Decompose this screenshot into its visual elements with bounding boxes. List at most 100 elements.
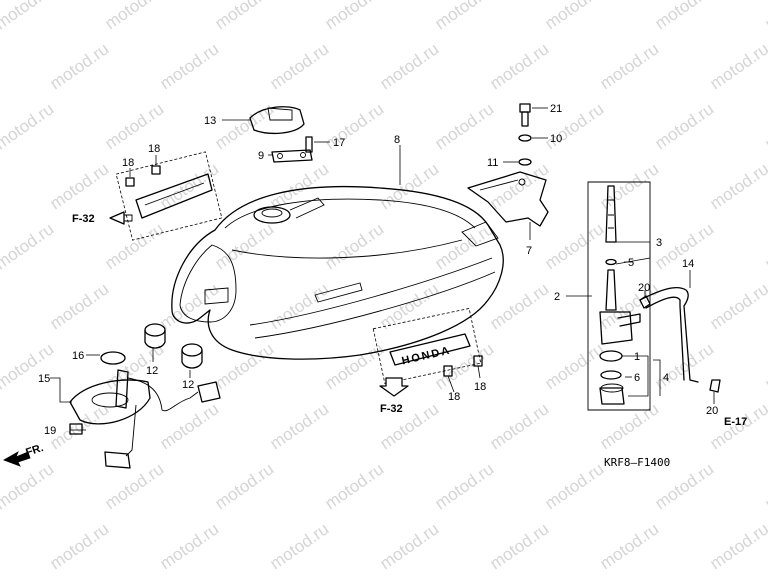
watermark-text: motod.ru (211, 459, 277, 513)
callout-5: 5 (628, 257, 634, 269)
callout-20-upper: 20 (638, 282, 650, 294)
clip-20-upper (639, 295, 651, 309)
tank-cover-13 (249, 106, 305, 135)
callout-2: 2 (554, 291, 560, 303)
watermark-text: motod.ru (761, 99, 768, 153)
watermark-text: motod.ru (0, 519, 2, 573)
front-arrow-icon (3, 451, 31, 467)
watermark-text: motod.ru (321, 99, 387, 153)
watermark-text: motod.ru (431, 459, 497, 513)
callout-18-b: 18 (148, 143, 160, 155)
fuel-sender-assembly (69, 351, 221, 469)
watermark-text: motod.ru (761, 459, 768, 513)
callout-13: 13 (204, 115, 216, 127)
watermark-text: motod.ru (211, 0, 277, 33)
diagram-code: KRF8—F1400 (604, 456, 670, 469)
bolt-19 (69, 423, 83, 435)
arrow-f32-top (109, 211, 133, 225)
watermark-text: motod.ru (431, 219, 497, 273)
watermark-text: motod.ru (651, 0, 717, 33)
watermark-text: motod.ru (541, 219, 607, 273)
watermark-text: motod.ru (761, 0, 768, 33)
callout-17: 17 (333, 137, 345, 149)
ref-f32-top: F-32 (72, 213, 95, 225)
watermark-text: motod.ru (431, 99, 497, 153)
watermark-text: motod.ru (0, 279, 2, 333)
watermark-text: motod.ru (376, 519, 442, 573)
bolt-17 (305, 136, 313, 153)
callout-8: 8 (394, 134, 400, 146)
callout-16: 16 (72, 350, 84, 362)
watermark-text: motod.ru (651, 339, 717, 393)
watermark-text: motod.ru (706, 279, 768, 333)
callout-9: 9 (258, 150, 264, 162)
bolt-21 (519, 103, 531, 127)
watermark-text: motod.ru (596, 39, 662, 93)
callout-19: 19 (44, 425, 56, 437)
watermark-text: motod.ru (266, 159, 332, 213)
leader-lines (50, 107, 715, 431)
watermark-text: motod.ru (706, 159, 768, 213)
callout-12-right: 12 (182, 379, 194, 391)
watermark-text: motod.ru (486, 519, 552, 573)
watermark-text: motod.ru (101, 459, 167, 513)
watermark-text: motod.ru (596, 399, 662, 453)
screw-18-c (443, 365, 453, 377)
watermark-text: motod.ru (0, 339, 57, 393)
watermark-text: motod.ru (211, 339, 277, 393)
washer-11 (518, 158, 532, 166)
watermark-text: motod.ru (0, 159, 2, 213)
watermark-text: motod.ru (46, 159, 112, 213)
watermark-text: motod.ru (156, 519, 222, 573)
watermark-text: motod.ru (46, 399, 112, 453)
ref-f32-bottom: F-32 (380, 403, 403, 415)
arrow-f32-bottom (379, 377, 409, 397)
watermark-text: motod.ru (761, 219, 768, 273)
callout-20-lower: 20 (706, 405, 718, 417)
callout-15: 15 (38, 373, 50, 385)
callout-18-c: 18 (448, 391, 460, 403)
rubber-12-right (181, 343, 203, 369)
watermark-text: motod.ru (46, 519, 112, 573)
watermark-text: motod.ru (156, 159, 222, 213)
watermark-text: motod.ru (0, 0, 57, 33)
watermark-text: motod.ru (156, 279, 222, 333)
watermark-text: motod.ru (761, 339, 768, 393)
mount-bracket-7 (467, 171, 549, 227)
callout-6: 6 (634, 372, 640, 384)
watermark-text: motod.ru (431, 0, 497, 33)
watermark-text: motod.ru (46, 279, 112, 333)
watermark-text: motod.ru (376, 39, 442, 93)
watermark-text: motod.ru (266, 519, 332, 573)
fuel-cock-assembly (587, 181, 651, 411)
callout-4: 4 (663, 372, 669, 384)
rubber-12-left (144, 323, 166, 349)
watermark-text: motod.ru (0, 99, 57, 153)
watermark-text: motod.ru (266, 399, 332, 453)
screw-18-d (473, 355, 483, 367)
watermark-text: motod.ru (211, 219, 277, 273)
watermark-text: motod.ru (321, 219, 387, 273)
watermark-text: motod.ru (486, 399, 552, 453)
callout-18-d: 18 (474, 381, 486, 393)
watermark-text: motod.ru (46, 39, 112, 93)
watermark-text: motod.ru (0, 399, 2, 453)
callout-21: 21 (550, 103, 562, 115)
watermark-text: motod.ru (0, 219, 57, 273)
watermark-text: motod.ru (0, 39, 2, 93)
fuel-tank (171, 185, 504, 360)
watermark-text: motod.ru (321, 339, 387, 393)
watermark-text: motod.ru (211, 99, 277, 153)
clip-20-lower (709, 379, 721, 393)
watermark-text: motod.ru (321, 0, 387, 33)
callout-12-left: 12 (146, 365, 158, 377)
screw-18-a (125, 177, 135, 187)
front-label: FR. (24, 442, 45, 459)
side-panel-upper (115, 151, 223, 241)
screw-18-b (151, 165, 161, 175)
watermark-text: motod.ru (156, 39, 222, 93)
watermark-text: motod.ru (706, 519, 768, 573)
watermark-text: motod.ru (101, 219, 167, 273)
